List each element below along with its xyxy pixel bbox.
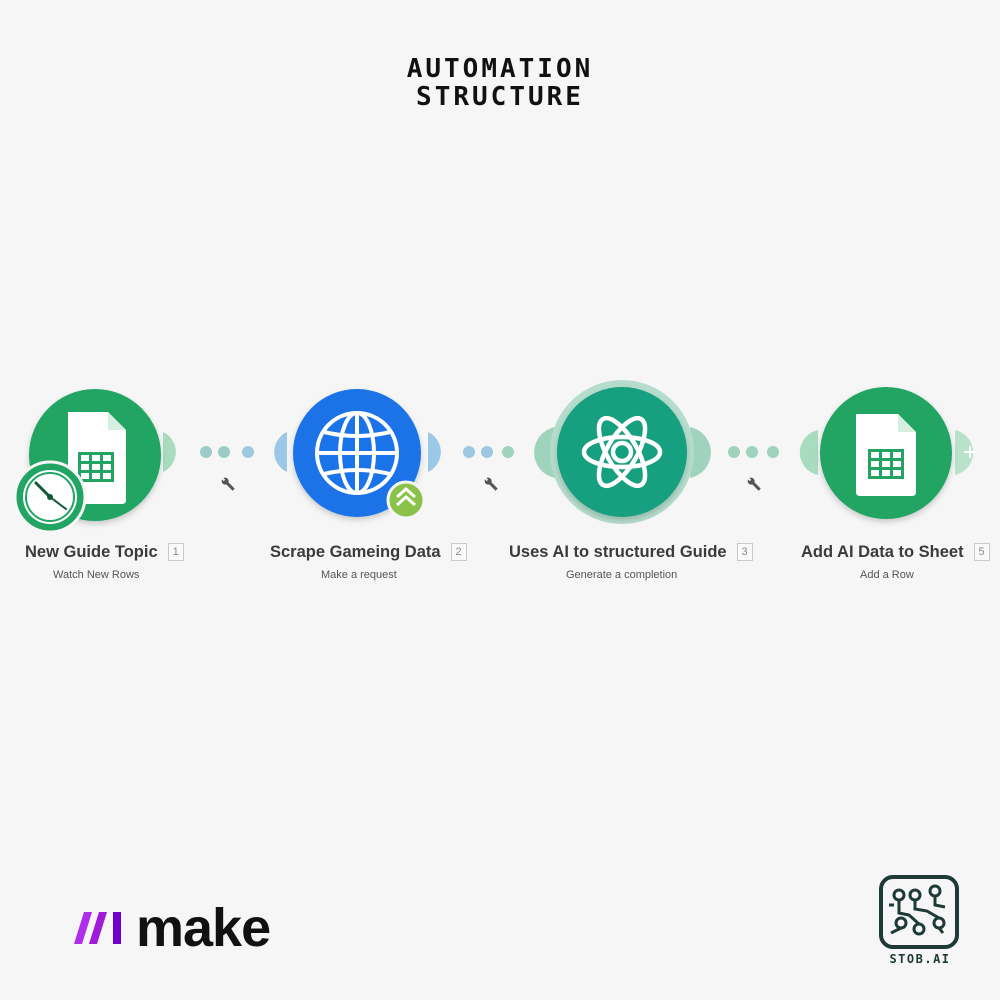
make-logo: make [72, 898, 271, 958]
module-2-index: 2 [450, 543, 467, 561]
wrench-icon[interactable] [220, 476, 236, 492]
module-3-connector-tab[interactable] [690, 427, 711, 478]
module-uses-ai-to-structured-guide[interactable] [534, 380, 711, 524]
page-title-line-2: STRUCTURE [416, 82, 584, 112]
module-4-label-row[interactable]: Add AI Data to Sheet 5 [801, 543, 990, 562]
connector-2[interactable] [463, 446, 514, 492]
module-1-subtitle: Watch New Rows [53, 569, 140, 581]
module-2-subtitle: Make a request [321, 569, 397, 581]
wrench-icon[interactable] [746, 476, 762, 492]
module-2-connector-tab[interactable] [428, 432, 441, 472]
module-3-label: Uses AI to structured Guide [509, 543, 727, 561]
module-add-ai-data-to-sheet[interactable] [799, 387, 976, 519]
module-3-label-row[interactable]: Uses AI to structured Guide 3 [509, 543, 753, 562]
module-3-index: 3 [736, 543, 753, 561]
module-4-subtitle: Add a Row [860, 569, 914, 581]
google-sheets-icon [856, 414, 916, 496]
circuit-board-icon [879, 875, 959, 949]
module-new-guide-topic[interactable] [13, 389, 176, 534]
scenario-diagram [13, 380, 976, 534]
module-1-connector-tab[interactable] [163, 432, 176, 472]
module-1-index: 1 [167, 543, 184, 561]
module-2-label: Scrape Gameing Data [270, 543, 441, 561]
connector-1[interactable] [200, 446, 254, 492]
module-4-left-tab [799, 430, 818, 475]
connector-3[interactable] [728, 446, 779, 492]
module-4-index: 5 [973, 543, 990, 561]
module-scrape-gameing-data[interactable] [274, 389, 441, 520]
plus-icon[interactable] [964, 446, 976, 458]
module-3-subtitle: Generate a completion [566, 569, 678, 581]
module-1-label-row[interactable]: New Guide Topic 1 [25, 543, 184, 562]
schedule-clock-icon[interactable] [13, 460, 87, 534]
make-wordmark: make [136, 898, 271, 958]
module-3-left-tab [534, 427, 555, 478]
double-chevron-up-icon[interactable] [386, 480, 426, 520]
stob-wordmark: STOB.AI [889, 952, 951, 966]
wrench-icon[interactable] [483, 476, 499, 492]
globe-icon [315, 411, 399, 495]
module-2-left-tab [274, 432, 287, 472]
page-title-line-1: AUTOMATION [406, 54, 594, 84]
openai-icon [581, 415, 663, 489]
module-4-label: Add AI Data to Sheet [801, 543, 964, 561]
make-mark-icon [74, 912, 121, 944]
module-2-label-row[interactable]: Scrape Gameing Data 2 [270, 543, 467, 562]
module-1-label: New Guide Topic [25, 543, 158, 561]
